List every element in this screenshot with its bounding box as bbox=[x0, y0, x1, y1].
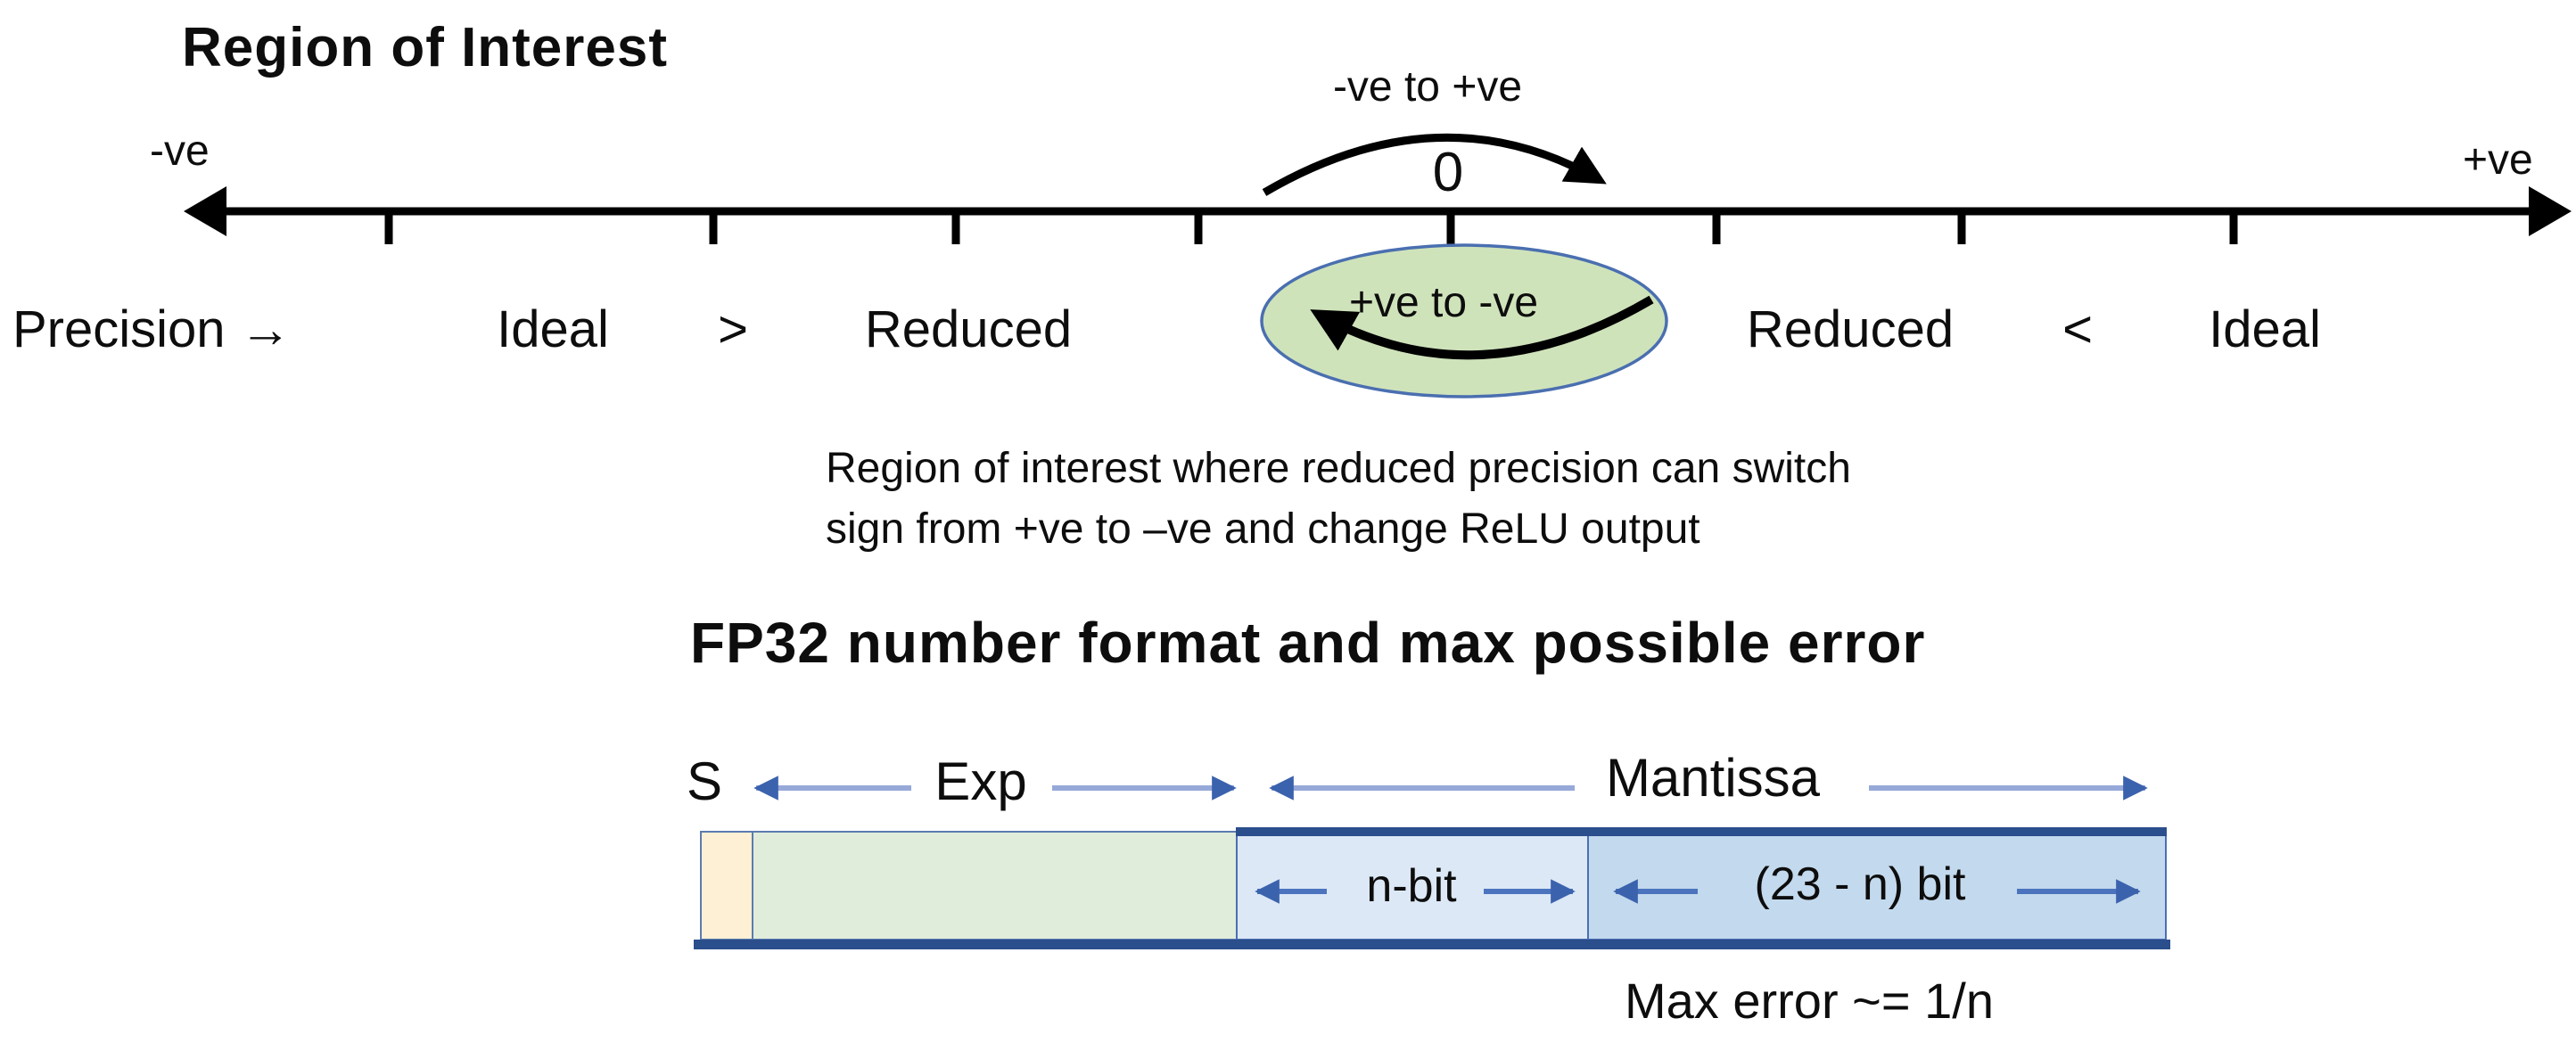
exponent-box bbox=[752, 831, 1238, 940]
right-comparator: < bbox=[2062, 300, 2093, 358]
left-reduced-label: Reduced bbox=[864, 300, 1073, 358]
caption-line-2: sign from +ve to –ve and change ReLU out… bbox=[826, 505, 1700, 553]
pos-to-neg-label: +ve to -ve bbox=[1348, 279, 1539, 326]
left-comparator: > bbox=[718, 300, 748, 358]
mantissa-rest-box bbox=[1587, 831, 2167, 940]
right-reduced-label: Reduced bbox=[1746, 300, 1955, 358]
zero-label: 0 bbox=[1432, 142, 1464, 203]
mantissa-field-label: Mantissa bbox=[1605, 748, 1821, 808]
region-of-interest-ellipse bbox=[1260, 243, 1668, 398]
neg-to-pos-arc-arrow bbox=[1262, 133, 1607, 196]
max-error-label: Max error ~= 1/n bbox=[1625, 973, 1994, 1029]
region-section-title: Region of Interest bbox=[182, 17, 669, 78]
axis-right-label: +ve bbox=[2463, 136, 2533, 184]
left-ideal-label: Ideal bbox=[497, 300, 609, 358]
axis-right-arrowhead bbox=[2529, 186, 2572, 236]
axis-left-arrowhead bbox=[184, 186, 226, 236]
remaining-bits-label: (23 - n) bit bbox=[1754, 858, 1966, 910]
axis-tick-marks bbox=[384, 213, 2238, 244]
mantissa-box-top-border bbox=[1236, 827, 2167, 836]
right-ideal-label: Ideal bbox=[2209, 300, 2321, 358]
sign-field-label: S bbox=[687, 751, 723, 811]
fp32-section-title: FP32 number format and max possible erro… bbox=[690, 611, 1926, 675]
format-box-bottom-border bbox=[694, 940, 2170, 949]
neg-to-pos-label: -ve to +ve bbox=[1332, 63, 1523, 111]
sign-bit-box bbox=[700, 831, 753, 940]
precision-label: Precision → bbox=[12, 300, 292, 358]
pos-to-neg-arc-arrow bbox=[1310, 295, 1654, 360]
nbit-label: n-bit bbox=[1366, 860, 1457, 912]
caption-line-1: Region of interest where reduced precisi… bbox=[826, 445, 1851, 492]
axis-left-label: -ve bbox=[150, 127, 210, 175]
exp-field-label: Exp bbox=[934, 751, 1027, 811]
